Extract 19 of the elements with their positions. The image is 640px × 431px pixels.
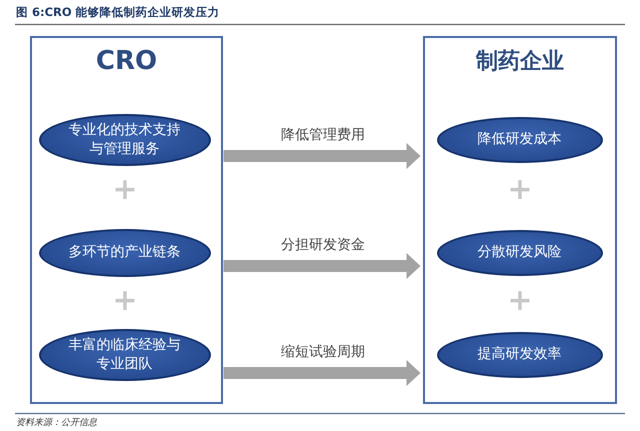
plus-sign: + [506,175,534,205]
ellipse-node: 降低研发成本 [436,116,602,162]
panel-box [30,36,223,404]
panel-box [423,36,617,404]
panel-heading: 制药企业 [476,48,564,76]
source-note: 资料来源：公开信息 [16,416,97,429]
ellipse-node: 提高研发效率 [436,332,602,378]
ellipse-node: 分散研发风险 [436,230,602,276]
figure-title: 图 6:CRO 能够降低制药企业研发压力 [16,5,220,20]
ellipse-node: 丰富的临床经验与专业团队 [38,328,210,380]
plus-sign: + [111,175,139,205]
plus-sign: + [111,286,139,316]
panel-heading: CRO [96,46,158,76]
arrow [224,360,420,386]
ellipse-node: 专业化的技术支持与管理服务 [38,114,210,166]
ellipse-node: 多环节的产业链条 [38,228,210,276]
arrow [224,253,420,279]
plus-sign: + [506,286,534,316]
arrow [224,143,420,169]
